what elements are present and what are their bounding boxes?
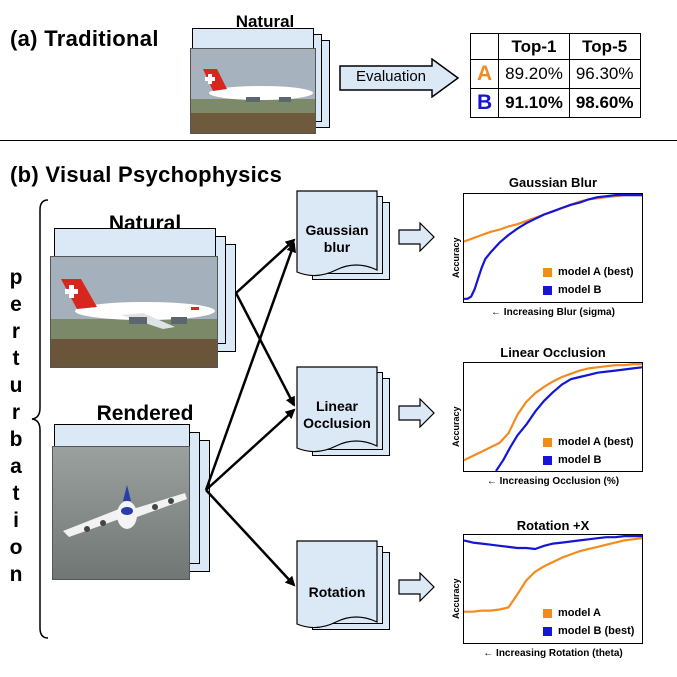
legend-entry: model B (best) (543, 625, 634, 637)
legend-swatch (543, 626, 552, 636)
natural-label-a: Natural (235, 12, 295, 31)
airplane-photo (50, 256, 218, 368)
rendered-label: Rendered (96, 402, 194, 425)
vertical-letter: t (12, 482, 20, 505)
vertical-letter: o (9, 536, 23, 559)
chart-ylabel: Accuracy (451, 237, 461, 278)
chart-plot (463, 362, 643, 472)
results-table: Top-1 Top-5 A 89.20% 96.30% B 91.10% 98.… (469, 33, 641, 118)
series-line-model-a (463, 362, 642, 462)
vertical-letter: i (13, 509, 19, 532)
left-brace (31, 199, 49, 639)
chart-legend: model A model B (best) (543, 607, 634, 637)
legend-label: model A (best) (558, 436, 634, 448)
legend-swatch (543, 267, 552, 277)
legend-swatch (543, 608, 552, 618)
section-b-title: (b) Visual Psychophysics (10, 162, 283, 187)
chart-xlabel: ← Increasing Occlusion (%) (486, 476, 620, 487)
legend-label: model B (558, 284, 602, 296)
series-line-model-b (495, 366, 643, 472)
legend-label: model A (558, 607, 601, 619)
arrow-to-blur-chart (398, 222, 435, 252)
vertical-letter: r (11, 401, 21, 424)
legend-swatch (543, 437, 552, 447)
table-header-cell (469, 33, 500, 60)
vertical-letter: r (11, 320, 21, 343)
chart-xlabel: ← Increasing Blur (sigma) (491, 307, 615, 318)
arrow-to-occlusion-chart (398, 398, 435, 428)
plot-frame (463, 534, 643, 644)
legend-label: model B (best) (558, 625, 635, 637)
table-cell: 96.30% (568, 59, 641, 89)
chart-title: Gaussian Blur (508, 175, 598, 190)
linear-occlusion-label: Linear Occlusion (303, 398, 371, 431)
series-line-model-b (463, 534, 642, 551)
vertical-letter: p (9, 266, 23, 289)
evaluation-arrow (339, 58, 460, 98)
vertical-letter: a (10, 455, 22, 478)
legend-entry: model B (543, 284, 634, 296)
model-letter: B (469, 88, 500, 118)
airplane-photo-small (190, 48, 316, 134)
rotation-label: Rotation (308, 584, 366, 600)
series-line-model-b (464, 193, 642, 300)
table-cell: 98.60% (568, 88, 641, 118)
gaussian-blur-label: Gaussian blur (305, 222, 369, 255)
chart-xlabel: ← Increasing Rotation (theta) (483, 648, 623, 659)
arrow-to-rotation-chart (398, 572, 435, 602)
vertical-letter: e (10, 293, 22, 316)
vertical-letter: n (9, 563, 23, 586)
table-cell: 91.10% (498, 88, 570, 118)
section-divider (0, 140, 677, 141)
chart-ylabel: Accuracy (451, 578, 461, 619)
vertical-letter: t (12, 347, 20, 370)
legend-entry: model A (543, 607, 634, 619)
vertical-letter: u (9, 374, 23, 397)
evaluation-label: Evaluation (355, 68, 427, 85)
legend-entry: model A (best) (543, 266, 634, 278)
chart-plot (463, 534, 643, 644)
legend-swatch (543, 455, 552, 465)
chart-legend: model A (best) model B (543, 436, 634, 466)
model-letter: A (469, 59, 500, 89)
legend-entry: model A (best) (543, 436, 634, 448)
table-row: B 91.10% 98.60% (469, 88, 641, 118)
chart-title: Linear Occlusion (500, 345, 606, 360)
chart-legend: model A (best) model B (543, 266, 634, 296)
chart-ylabel: Accuracy (451, 406, 461, 447)
vertical-letter: b (9, 428, 23, 451)
section-a-title: (a) Traditional (10, 26, 159, 51)
rendered-airplane-image (52, 446, 190, 580)
series-line-model-a (464, 537, 643, 613)
legend-label: model B (558, 454, 602, 466)
legend-swatch (543, 285, 552, 295)
chart-title: Rotation +X (516, 518, 590, 533)
table-row: A 89.20% 96.30% (469, 59, 641, 89)
chart-plot (463, 193, 643, 303)
legend-label: model A (best) (558, 266, 634, 278)
table-cell: 89.20% (498, 59, 570, 89)
legend-entry: model B (543, 454, 634, 466)
